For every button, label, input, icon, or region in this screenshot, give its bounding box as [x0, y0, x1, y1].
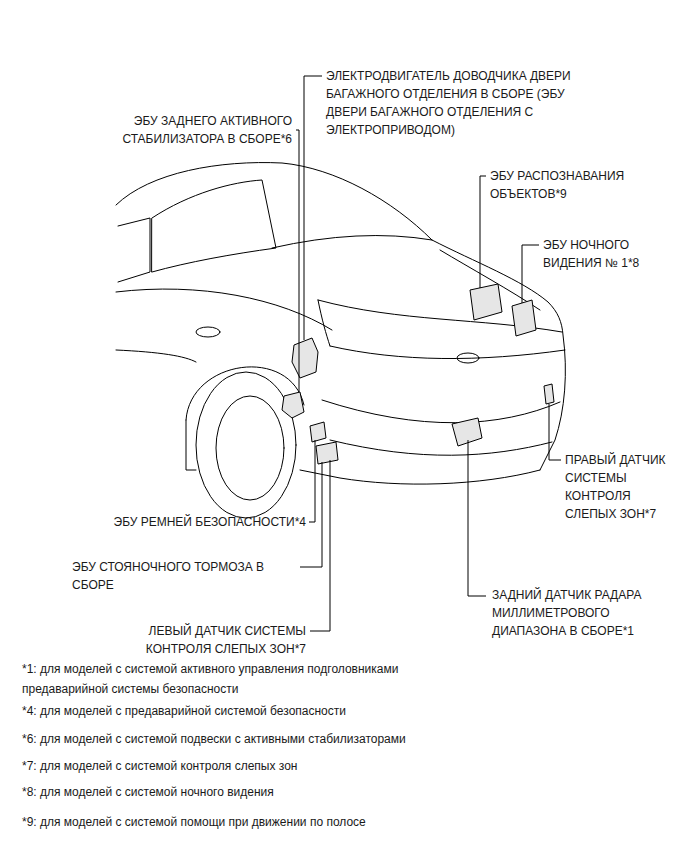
footnote: *4: для моделей с предаварийной системой…	[22, 701, 662, 721]
object-recognition-ecu	[470, 284, 502, 320]
part-label: ЭБУ СТОЯНОЧНОГО ТОРМОЗА В СБОРЕ	[72, 558, 302, 594]
night-vision-ecu	[512, 300, 536, 336]
right-bsm-sensor	[544, 384, 554, 404]
part-label: ЭБУ РАСПОЗНАВАНИЯ ОБЪЕКТОВ*9	[490, 167, 665, 203]
footnote: *6: для моделей с системой подвески с ак…	[22, 729, 662, 749]
trunk-closer-motor	[292, 338, 318, 378]
stabilizer-ecu	[282, 392, 304, 418]
part-label: ЭБУ ЗАДНЕГО АКТИВНОГО СТАБИЛИЗАТОРА В СБ…	[82, 112, 292, 148]
part-label: ЭЛЕКТРОДВИГАТЕЛЬ ДОВОДЧИКА ДВЕРИ БАГАЖНО…	[326, 67, 576, 139]
radar-sensor	[452, 418, 482, 446]
part-label: ЛЕВЫЙ ДАТЧИК СИСТЕМЫ КОНТРОЛЯ СЛЕПЫХ ЗОН…	[116, 622, 306, 658]
footnote: *8: для моделей с системой ночного виден…	[22, 782, 662, 802]
seatbelt-ecu	[310, 422, 326, 442]
footnote: *9: для моделей с системой помощи при дв…	[22, 812, 662, 832]
footnote: *1: для моделей с системой активного упр…	[22, 659, 482, 699]
part-label: ЗАДНИЙ ДАТЧИК РАДАРА МИЛЛИМЕТРОВОГО ДИАП…	[492, 586, 677, 640]
footnote: *7: для моделей с системой контроля слеп…	[22, 756, 662, 776]
part-label: ПРАВЫЙ ДАТЧИК СИСТЕМЫ КОНТРОЛЯ СЛЕПЫХ ЗО…	[565, 451, 683, 523]
leader-lines	[296, 76, 561, 631]
parking-brake-ecu	[316, 442, 338, 464]
part-label: ЭБУ НОЧНОГО ВИДЕНИЯ № 1*8	[543, 236, 668, 272]
part-label: ЭБУ РЕМНЕЙ БЕЗОПАСНОСТИ*4	[56, 513, 306, 531]
